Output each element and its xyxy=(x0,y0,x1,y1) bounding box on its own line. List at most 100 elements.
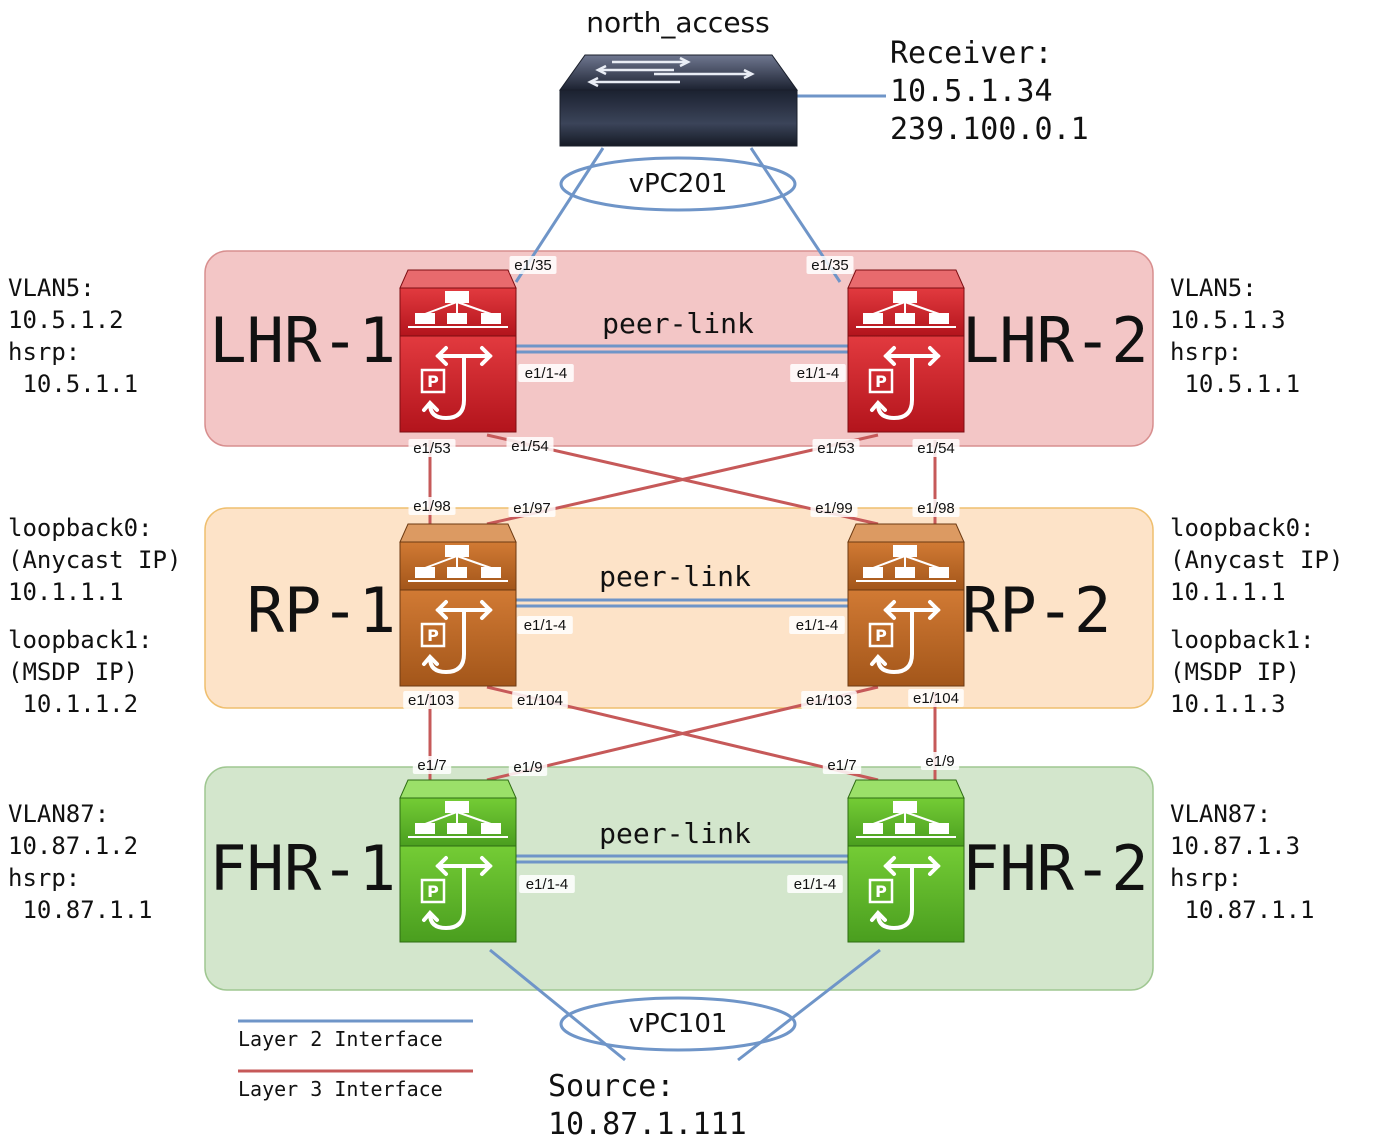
rp-1-router-icon[interactable]: P xyxy=(399,523,517,687)
annotation-line: 10.87.1.1 xyxy=(8,896,153,924)
port-label: e1/1-4 xyxy=(524,617,567,634)
lhr-1-router-icon[interactable]: P xyxy=(399,269,517,433)
pim-router-icon: P xyxy=(868,856,941,931)
port-label: e1/9 xyxy=(925,753,954,770)
annotation-line: VLAN87: xyxy=(1170,800,1271,828)
port-label: e1/1-4 xyxy=(796,617,839,634)
annotation-line: loopback1: xyxy=(1170,626,1315,654)
switch-glyph-icon xyxy=(408,545,508,582)
annotation-line: hsrp: xyxy=(8,864,80,892)
legend-layer2-label: Layer 2 Interface xyxy=(238,1027,443,1051)
port-label: e1/7 xyxy=(417,757,446,774)
source-ip: 10.87.1.111 xyxy=(548,1107,747,1142)
switch-glyph-icon xyxy=(408,291,508,328)
annotation-line: VLAN5: xyxy=(8,274,95,302)
port-label: e1/103 xyxy=(806,692,852,709)
rp-1-annotation: loopback0: (Anycast IP) 10.1.1.1 loopback1:… xyxy=(8,514,181,718)
port-label: e1/1-4 xyxy=(797,365,840,382)
lhr-1-annotation: VLAN5: 10.5.1.2 hsrp: 10.5.1.1 xyxy=(8,274,138,398)
port-label: e1/104 xyxy=(517,692,563,709)
svg-text:P: P xyxy=(427,626,439,645)
port-labels: e1/35 e1/35 e1/1-4 e1/1-4 e1/53 e1/54 e1/53 e1/… xyxy=(403,256,964,893)
pim-router-icon: P xyxy=(868,600,941,675)
north-access-label: north_access xyxy=(586,6,769,39)
lhr-2-label: LHR-2 xyxy=(962,304,1149,377)
pim-router-icon: P xyxy=(420,600,493,675)
lhr-1-label: LHR-1 xyxy=(209,304,396,377)
peer-link-label-lhr: peer-link xyxy=(602,307,754,340)
annotation-line: 10.5.1.3 xyxy=(1170,306,1286,334)
north-access-switch[interactable] xyxy=(559,54,798,147)
switch-icon xyxy=(587,56,755,88)
fhr-2-label: FHR-2 xyxy=(962,832,1149,905)
switch-glyph-icon xyxy=(856,545,956,582)
receiver-ip: 10.5.1.34 xyxy=(890,74,1053,109)
port-label: e1/1-4 xyxy=(526,876,569,893)
port-label: e1/54 xyxy=(917,440,955,457)
annotation-line: (MSDP IP) xyxy=(8,658,138,686)
port-label: e1/53 xyxy=(413,440,451,457)
annotation-line: 10.5.1.1 xyxy=(8,370,138,398)
annotation-line: loopback1: xyxy=(8,626,153,654)
rp-2-annotation: loopback0: (Anycast IP) 10.1.1.1 loopback1:… xyxy=(1170,514,1343,718)
lhr-2-router-icon[interactable]: P xyxy=(847,269,965,433)
port-label: e1/35 xyxy=(811,257,849,274)
switch-glyph-icon xyxy=(856,291,956,328)
fhr-1-router-icon[interactable]: P xyxy=(399,779,517,943)
svg-text:P: P xyxy=(875,626,887,645)
pim-router-icon: P xyxy=(420,346,493,421)
annotation-line: hsrp: xyxy=(1170,338,1242,366)
port-label: e1/103 xyxy=(408,692,454,709)
pim-router-icon: P xyxy=(868,346,941,421)
vpc101-label: vPC101 xyxy=(629,1009,728,1039)
annotation-line: 10.1.1.1 xyxy=(8,578,124,606)
vpc201-label: vPC201 xyxy=(629,169,728,199)
port-label: e1/7 xyxy=(827,757,856,774)
port-label: e1/104 xyxy=(913,690,959,707)
svg-text:P: P xyxy=(427,372,439,391)
peer-link-label-rp: peer-link xyxy=(599,560,751,593)
port-label: e1/99 xyxy=(815,500,853,517)
vpc101-link-left xyxy=(489,948,626,1062)
annotation-line: (Anycast IP) xyxy=(8,546,181,574)
switch-glyph-icon xyxy=(856,801,956,838)
port-label: e1/98 xyxy=(917,500,955,517)
svg-text:P: P xyxy=(875,372,887,391)
port-label: e1/1-4 xyxy=(794,876,837,893)
annotation-line: 10.5.1.2 xyxy=(8,306,124,334)
annotation-line: loopback0: xyxy=(8,514,153,542)
annotation-line: VLAN87: xyxy=(8,800,109,828)
peer-link-rp xyxy=(512,598,850,608)
rp-2-label: RP-2 xyxy=(962,574,1111,647)
peer-link-label-fhr: peer-link xyxy=(599,817,751,850)
annotation-line: 10.87.1.2 xyxy=(8,832,138,860)
port-label: e1/53 xyxy=(817,440,855,457)
port-label: e1/35 xyxy=(514,257,552,274)
annotation-line: 10.87.1.1 xyxy=(1170,896,1315,924)
fhr-2-router-icon[interactable]: P xyxy=(847,779,965,943)
annotation-line: 10.1.1.2 xyxy=(8,690,138,718)
port-label: e1/1-4 xyxy=(525,365,568,382)
fhr-1-annotation: VLAN87: 10.87.1.2 hsrp: 10.87.1.1 xyxy=(8,800,153,924)
receiver-group: 239.100.0.1 xyxy=(890,112,1089,147)
annotation-line: 10.1.1.1 xyxy=(1170,578,1286,606)
peer-link-lhr xyxy=(512,344,850,354)
annotation-line: (Anycast IP) xyxy=(1170,546,1343,574)
peer-link-fhr xyxy=(512,854,850,864)
annotation-line: 10.1.1.3 xyxy=(1170,690,1286,718)
rp-2-router-icon[interactable]: P xyxy=(847,523,965,687)
switch-glyph-icon xyxy=(408,801,508,838)
annotation-line: 10.87.1.3 xyxy=(1170,832,1300,860)
annotation-line: hsrp: xyxy=(8,338,80,366)
svg-text:P: P xyxy=(875,882,887,901)
port-label: e1/9 xyxy=(513,759,542,776)
fhr-1-label: FHR-1 xyxy=(209,832,396,905)
legend-layer3-label: Layer 3 Interface xyxy=(238,1077,443,1101)
receiver-title: Receiver: xyxy=(890,36,1053,71)
port-label: e1/54 xyxy=(511,438,549,455)
annotation-line: loopback0: xyxy=(1170,514,1315,542)
annotation-line: (MSDP IP) xyxy=(1170,658,1300,686)
pim-router-icon: P xyxy=(420,856,493,931)
